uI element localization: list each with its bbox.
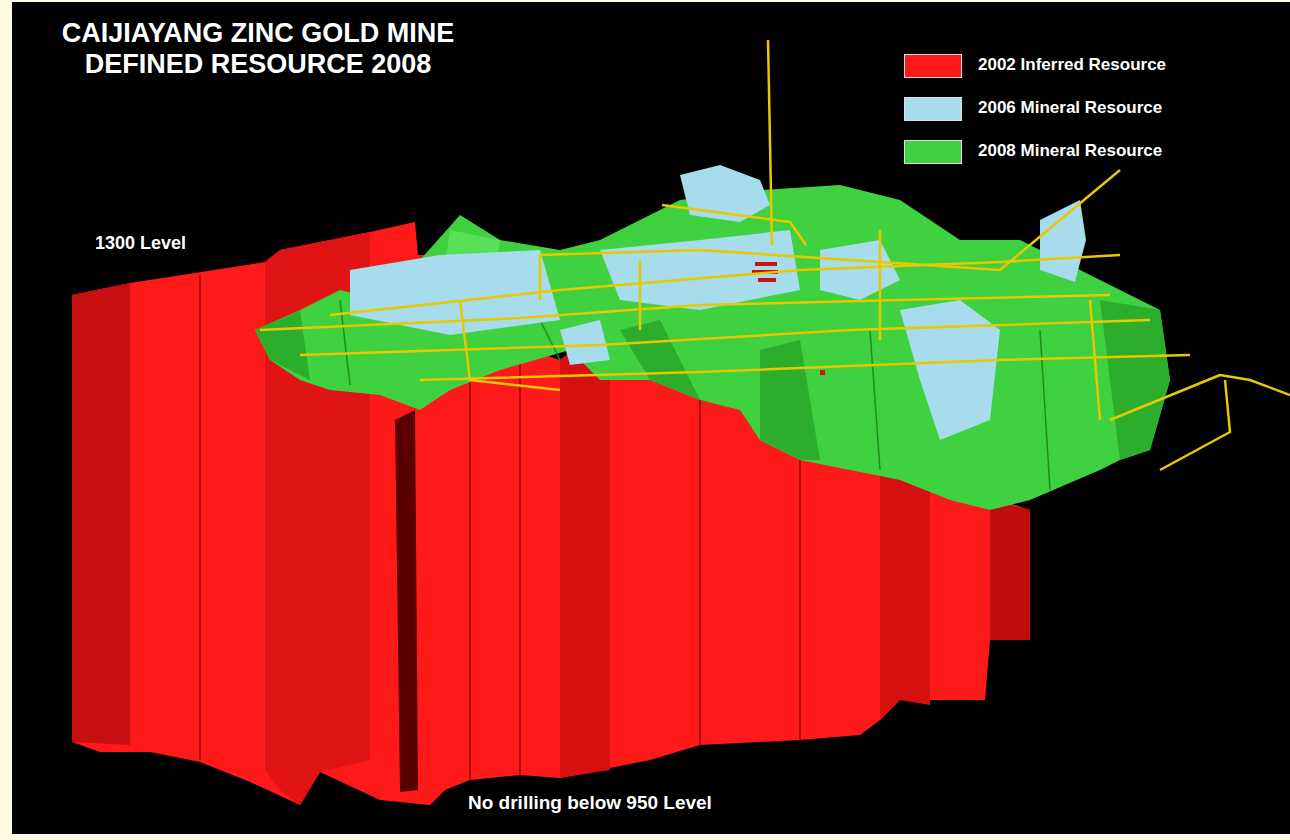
legend-entry: 2006 Mineral Resource bbox=[978, 98, 1162, 118]
legend-entry: 2002 Inferred Resource bbox=[978, 55, 1166, 75]
label-box: No drilling below 950 Level bbox=[468, 792, 712, 814]
legend-entry: 2008 Mineral Resource bbox=[978, 141, 1162, 161]
legend-swatch bbox=[904, 54, 962, 78]
black-ground bbox=[12, 2, 1290, 834]
legend-text: 2002 Inferred Resource bbox=[978, 55, 1166, 75]
title: CAIJIAYANG ZINC GOLD MINE DEFINED RESOUR… bbox=[8, 18, 508, 80]
level-note: No drilling below 950 Level bbox=[468, 792, 712, 814]
resource-2008-body bbox=[255, 185, 1170, 510]
legend-swatch bbox=[904, 140, 962, 164]
mine-workings bbox=[260, 40, 1290, 470]
level-note: 1300 Level bbox=[95, 233, 186, 254]
label-box: 1300 Level bbox=[95, 233, 186, 254]
inferred-core-spots bbox=[752, 262, 825, 375]
legend-text: 2006 Mineral Resource bbox=[978, 98, 1162, 118]
title-box: CAIJIAYANG ZINC GOLD MINE DEFINED RESOUR… bbox=[8, 18, 508, 80]
legend-swatch bbox=[904, 97, 962, 121]
resource-2006-body bbox=[350, 165, 1086, 440]
legend-text: 2008 Mineral Resource bbox=[978, 141, 1162, 161]
